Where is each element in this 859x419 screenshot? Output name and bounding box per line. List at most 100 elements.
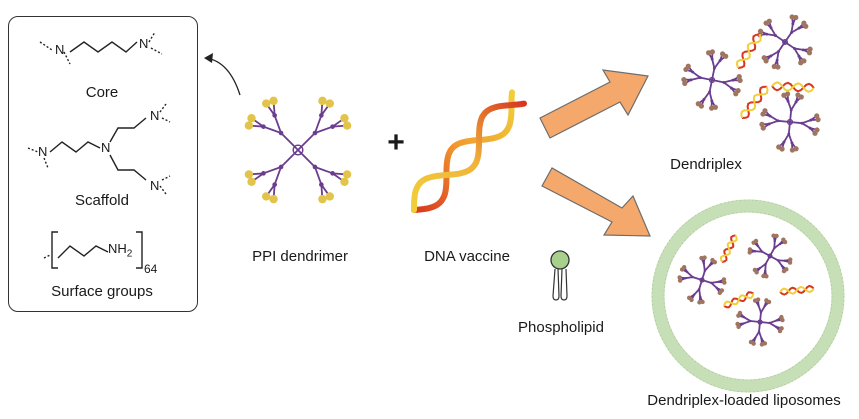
- dendrimer-branch: [758, 331, 763, 339]
- surface-repeat-count: 64: [144, 262, 158, 276]
- dendrimer-branch: [764, 255, 771, 265]
- scaffold-n-left: N: [38, 144, 48, 159]
- dendrimer-end-group: [757, 28, 764, 34]
- dendrimer-branch: [263, 166, 282, 175]
- dendrimer-end-group: [753, 238, 759, 244]
- dna-fragment: [771, 81, 815, 93]
- dendrimer-branch: [769, 255, 779, 262]
- dendrimer-end-group: [766, 18, 772, 24]
- dendrimer-branch: [723, 79, 734, 84]
- dendrimer-branch: [702, 263, 706, 271]
- dendrimer-end-group: [752, 267, 758, 273]
- dendrimer-end-group: [261, 99, 271, 108]
- dendrimer-branch: [723, 81, 732, 89]
- dendrimer-branch: [703, 91, 711, 100]
- dendrimer-end-group: [780, 317, 785, 323]
- dendrimer-branch: [701, 270, 706, 281]
- ppi-dendrimer-graphic: [244, 96, 352, 204]
- dendrimer-end-group: [261, 192, 271, 201]
- dendrimer-end-group: [342, 170, 352, 179]
- dendrimer-branch: [273, 115, 282, 134]
- scaffold-structure: [27, 103, 171, 195]
- dendrimer-branch: [770, 27, 777, 37]
- dendrimer-end-group: [685, 63, 691, 69]
- dendrimer-branch: [757, 305, 762, 313]
- plus-sign: +: [387, 126, 405, 159]
- dendrimer-branch: [314, 166, 333, 175]
- dendrimer-branch: [280, 132, 299, 151]
- dendrimer-end-group: [733, 91, 739, 97]
- dendrimer-end-group: [318, 194, 327, 204]
- dendrimer-branch: [759, 321, 770, 324]
- dendrimer-end-group: [815, 117, 821, 123]
- dendriplex-label: Dendriplex: [670, 156, 742, 173]
- dendrimer-end-group: [766, 299, 772, 305]
- dendrimer-branch: [769, 115, 779, 122]
- dendrimer-end-group: [748, 339, 754, 345]
- dendrimer-branch: [711, 280, 719, 284]
- dendrimer-end-group: [771, 63, 777, 70]
- surface-group-structure: [43, 231, 143, 269]
- dendrimer-branch: [787, 100, 793, 111]
- dendrimer-branch: [769, 247, 776, 257]
- dendrimer-branch: [768, 119, 779, 125]
- core-label: Core: [85, 84, 119, 101]
- dendrimer-branch: [701, 279, 712, 284]
- dendrimer-branch: [789, 109, 793, 123]
- dendrimer-end-group: [803, 23, 809, 29]
- dna-vaccine-label: DNA vaccine: [424, 248, 510, 265]
- dendrimer-branch: [769, 322, 777, 328]
- surface-nh2: NH2: [108, 241, 133, 260]
- dendrimer-end-group: [776, 144, 782, 150]
- dendrimer-branch: [801, 122, 811, 129]
- dendrimer-end-group: [774, 233, 779, 239]
- dendrimer-end-group: [677, 275, 682, 280]
- dna-fragment: [735, 34, 762, 69]
- dendrimer-branch: [759, 312, 762, 323]
- dendrimer-branch: [297, 149, 316, 168]
- dendrimer-end-group: [761, 273, 766, 279]
- dendrimer-end-group: [787, 260, 793, 265]
- dendrimer-branch: [692, 276, 703, 281]
- dendrimer-branch: [686, 271, 694, 278]
- core-n-left: N: [55, 42, 65, 57]
- dendrimer-end-group: [247, 113, 256, 123]
- dendrimer-end-group: [761, 55, 767, 61]
- link-arrow: [204, 53, 241, 96]
- dendrimer-branch: [743, 316, 751, 322]
- dna-fragment: [720, 234, 738, 263]
- dendrimer-branch: [685, 276, 693, 280]
- dendrimer-end-group: [737, 310, 743, 316]
- dendrimer-branch: [711, 58, 716, 69]
- dendrimer-branch: [784, 32, 793, 43]
- dendrimer-end-group: [735, 321, 740, 327]
- dendrimer-end-group: [762, 108, 768, 114]
- dendrimer-end-group: [759, 342, 765, 347]
- arrow-to-dendriplex: [539, 69, 649, 139]
- core-n-right: N: [139, 36, 149, 51]
- dendrimer-end-group: [244, 121, 254, 130]
- dendrimer-end-group: [782, 239, 788, 245]
- dendrimer-branch: [263, 125, 282, 134]
- dendrimer-end-group: [342, 121, 352, 130]
- dendrimer-branch: [777, 41, 786, 52]
- dendrimer-end-group: [798, 60, 804, 66]
- dendrimer-branch: [766, 33, 776, 37]
- scaffold-n-top: N: [150, 108, 160, 123]
- dendrimer-end-group: [681, 264, 687, 270]
- dendrimer-end-group: [340, 113, 349, 123]
- dendrimer-end-group: [789, 147, 795, 153]
- dendrimer-branch: [314, 125, 333, 134]
- dendrimer-branch: [758, 321, 761, 332]
- dendrimer-branch: [760, 305, 766, 313]
- dendrimer-branch: [711, 79, 724, 84]
- dendrimer-end-group: [244, 170, 254, 179]
- dendrimer-branch: [754, 331, 760, 339]
- dna-fragment: [779, 285, 815, 295]
- dendrimer-branch: [280, 149, 299, 168]
- dendrimer-end-group: [269, 194, 278, 204]
- structure-legend-box: [8, 16, 198, 312]
- dendrimer-branch: [750, 320, 761, 323]
- dendrimer-branch: [776, 51, 780, 61]
- phospholipid-label: Phospholipid: [518, 319, 604, 336]
